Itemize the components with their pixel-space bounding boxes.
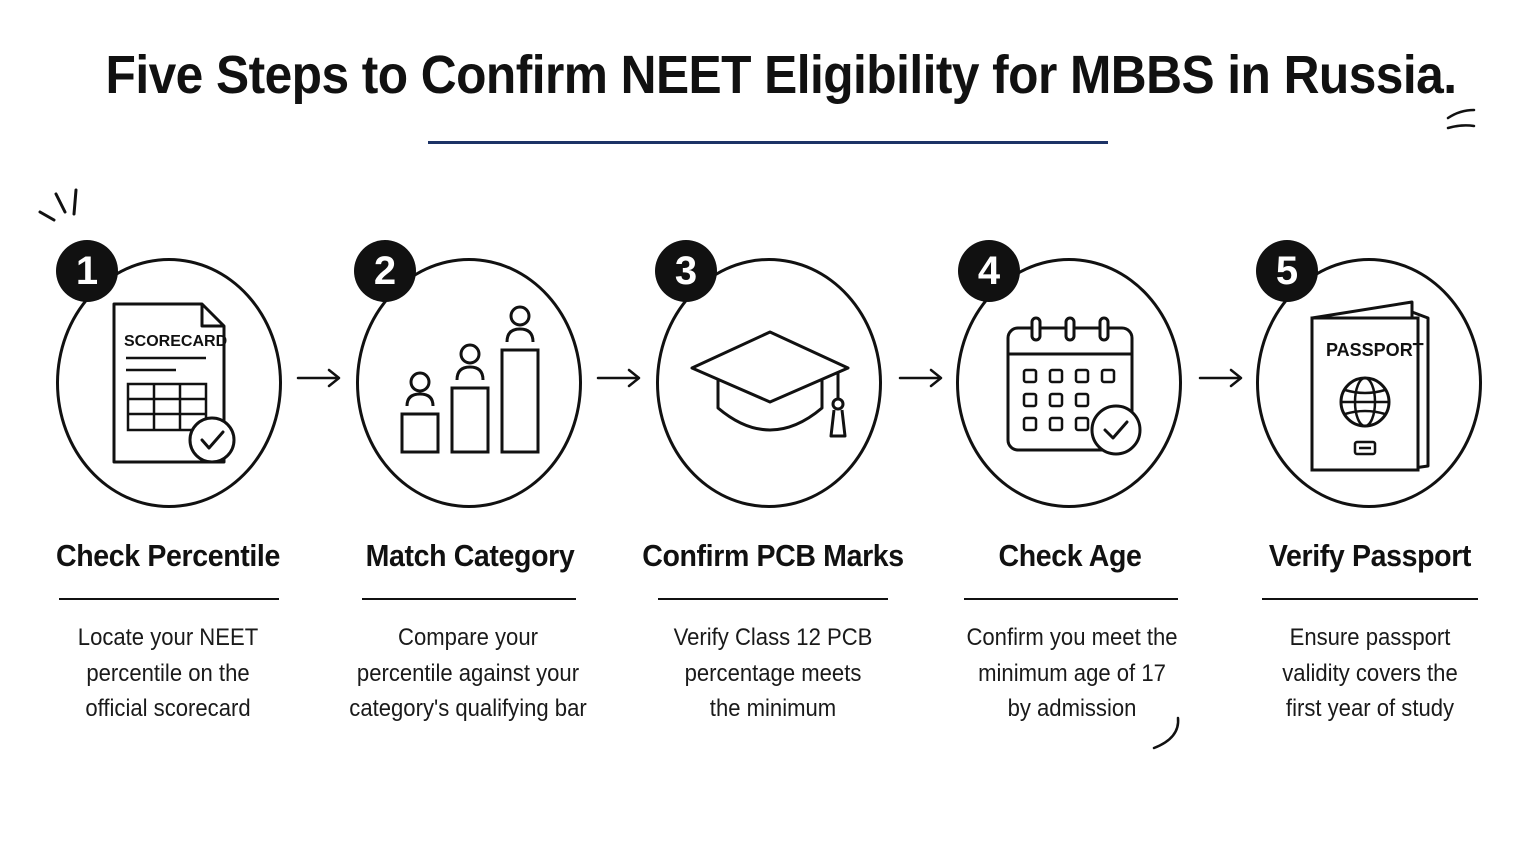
description-line: percentile on the: [86, 659, 250, 687]
description-line: percentage meets: [684, 659, 862, 687]
step-description: Locate your NEET percentile on the offic…: [30, 620, 306, 727]
scorecard-document-check-icon: SCORECARD: [112, 302, 236, 464]
step-3: 3 Confirm PCB Marks Verify Class 12 PCB …: [620, 0, 920, 864]
step-4: 4 Check Age Confi: [920, 0, 1220, 864]
step-description: Confirm you meet the minimum age of 17 b…: [934, 620, 1210, 727]
description-line: Verify Class 12 PCB: [673, 624, 873, 651]
description-line: percentile against your: [356, 659, 580, 687]
step-title: Verify Passport: [1268, 538, 1472, 573]
graduation-cap-icon: [690, 330, 850, 438]
step-divider: [59, 598, 279, 600]
step-number-badge: 2: [354, 240, 416, 302]
step-description: Verify Class 12 PCB percentage meets the…: [635, 620, 911, 727]
description-line: official scorecard: [85, 695, 251, 722]
description-line: validity covers the: [1282, 659, 1458, 687]
step-number-badge: 3: [655, 240, 717, 302]
scorecard-label: SCORECARD: [124, 333, 227, 350]
arrow-right-icon: [898, 368, 943, 388]
step-5: 5 PASSPORT Verify Passport Ensure passpo…: [1220, 0, 1520, 864]
arrow-right-icon: [296, 368, 341, 388]
step-title: Check Age: [998, 538, 1142, 573]
arrow-right-icon: [596, 368, 641, 388]
sparkle-top-left-icon: [38, 188, 78, 222]
ranked-bar-people-icon: [400, 305, 540, 454]
description-line: category's qualifying bar: [349, 695, 587, 722]
arrow-right-icon: [1198, 368, 1243, 388]
description-line: first year of study: [1285, 695, 1455, 722]
swoosh-bottom-icon: [1152, 716, 1180, 750]
step-divider: [964, 598, 1178, 600]
step-divider: [658, 598, 888, 600]
description-line: Ensure passport: [1289, 624, 1451, 651]
description-line: minimum age of 17: [978, 659, 1166, 687]
title-underline: [428, 141, 1108, 144]
passport-label: PASSPORT: [1326, 340, 1424, 360]
step-number-badge: 4: [958, 240, 1020, 302]
description-line: Locate your NEET: [77, 624, 259, 651]
passport-icon: PASSPORT: [1310, 300, 1430, 472]
description-line: Confirm you meet the: [966, 624, 1178, 651]
step-1: 1 SCORECARD Check Percentile Locate your…: [18, 0, 318, 864]
step-description: Ensure passport validity covers the firs…: [1232, 620, 1508, 727]
calendar-check-icon: [1006, 316, 1142, 456]
step-description: Compare your percentile against your cat…: [330, 620, 606, 727]
step-title: Match Category: [365, 538, 575, 573]
description-line: the minimum: [709, 695, 837, 722]
description-line: by admission: [1007, 695, 1137, 722]
step-2: 2 Match Category Compare your percentile…: [318, 0, 618, 864]
swoosh-top-right-icon: [1446, 108, 1476, 130]
step-number-badge: 1: [56, 240, 118, 302]
description-line: Compare your: [398, 624, 538, 651]
step-divider: [1262, 598, 1478, 600]
step-title: Check Percentile: [56, 538, 280, 573]
step-title: Confirm PCB Marks: [642, 538, 904, 573]
step-number-badge: 5: [1256, 240, 1318, 302]
step-divider: [362, 598, 576, 600]
page-title: Five Steps to Confirm NEET Eligibility f…: [105, 45, 1457, 105]
